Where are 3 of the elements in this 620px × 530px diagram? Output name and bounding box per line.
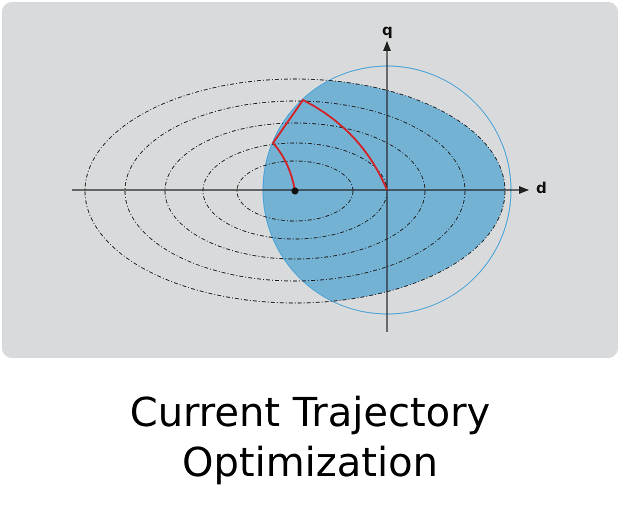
axis-label: q	[382, 22, 393, 38]
caption: Current Trajectory Optimization	[128, 389, 492, 488]
axis-label: d	[536, 180, 547, 196]
